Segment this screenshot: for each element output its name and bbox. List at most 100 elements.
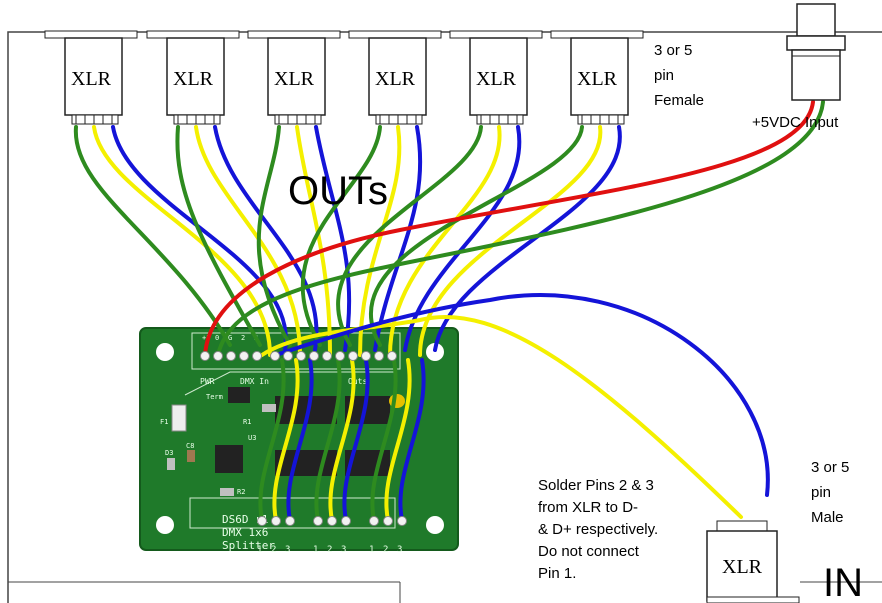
top-header-pad [252,351,262,361]
bottom-pin-number: 3 [341,545,346,555]
input-xlr-connector [706,520,800,603]
bottom-pin-number: 2 [271,545,276,555]
bottom-output-pad [397,516,407,526]
pcb-board: PWR DMX In Outs Term F1 C8 D3 R1 R2 U3 D… [139,327,459,555]
output-spec-line: Female [654,92,704,109]
wire [203,100,815,357]
wire [388,125,502,357]
output-xlr-connector: XLR [44,30,138,125]
mounting-hole [156,516,174,534]
label-r1: R1 [243,418,251,426]
label-u3: U3 [248,434,256,442]
wire [384,358,412,522]
output-xlr-connector: XLR [550,30,644,125]
top-header-pad [296,351,306,361]
output-connectors: XLR XLR XLR XLR XLR XLR [44,30,644,125]
ic-chip [228,387,250,403]
top-pin-label: +5 [202,334,210,342]
output-xlr-label: XLR [173,68,214,90]
bottom-output-pad [341,516,351,526]
mounting-hole [426,343,444,361]
wire [194,125,302,357]
bottom-output-pad [271,516,281,526]
top-header-pad [213,351,223,361]
wire [73,125,232,347]
top-pin-label: 2 [241,334,245,342]
top-header-pad [348,351,358,361]
wire [286,358,314,522]
top-header-pad [226,351,236,361]
fuse-f1 [171,404,187,432]
output-xlr-label: XLR [375,68,416,90]
bottom-pin-number: 1 [257,545,262,555]
wire [342,358,370,522]
wire [328,358,356,522]
top-header-pad [270,351,280,361]
resistor-r1 [262,404,276,412]
top-header-pad [374,351,384,361]
wire [373,125,423,352]
wire [370,358,398,522]
wire [300,125,382,347]
board-name-line: DS6D r1 [222,513,268,526]
bottom-output-pad [327,516,337,526]
wires [73,100,825,522]
input-note-line: Do not connect [538,543,640,560]
wire [256,125,292,347]
output-xlr-connector: XLR [348,30,442,125]
wire [274,293,770,497]
output-xlr-connector: XLR [146,30,240,125]
wire [403,125,522,352]
label-outs: Outs [348,377,367,386]
board-name-line: DMX 1x6 [222,526,268,539]
label-r2: R2 [237,488,245,496]
wire [336,125,483,347]
output-spec-line: pin [654,67,674,84]
wire [314,125,352,352]
bottom-output-pad [383,516,393,526]
top-header-pad [387,351,397,361]
top-pin-label: G [228,334,232,342]
output-xlr-label: XLR [476,68,517,90]
wire [111,125,288,352]
label-term: Term [206,393,223,401]
output-xlr-label: XLR [577,68,618,90]
wire [175,125,262,347]
top-header-pad [200,351,210,361]
wire [213,125,319,352]
bottom-pin-number: 3 [397,545,402,555]
input-note-line: & D+ respectively. [538,521,658,538]
outputs-title: OUTs [288,169,388,213]
capacitor-c8 [187,450,195,462]
input-spec-line: pin [811,484,831,501]
output-xlr-connector: XLR [449,30,543,125]
top-header-pad [322,351,332,361]
bottom-pin-number: 3 [285,545,290,555]
bottom-pin-number: 2 [383,545,388,555]
input-title: IN [823,561,863,603]
wire [260,314,743,519]
bottom-pin-number: 1 [313,545,318,555]
wire [418,125,603,357]
bottom-pin-number: 2 [327,545,332,555]
mounting-hole [156,343,174,361]
wire [92,125,272,357]
top-header-pad [361,351,371,361]
label-pwr: PWR [200,377,215,386]
resistor-r2 [220,488,234,496]
bottom-output-pad [369,516,379,526]
input-xlr-label: XLR [722,556,763,578]
wire [398,358,426,522]
input-spec-line: Male [811,509,844,526]
power-jack [786,3,846,101]
input-note-line: from XLR to D- [538,499,638,516]
input-note-line: Pin 1. [538,565,576,582]
output-spec-line: 3 or 5 [654,42,692,59]
board-name-line: Splitter [222,539,275,552]
wire [272,358,300,522]
output-xlr-connector: XLR [247,30,341,125]
wire [314,358,342,522]
top-header-pad [283,351,293,361]
diode-d3 [167,458,175,470]
